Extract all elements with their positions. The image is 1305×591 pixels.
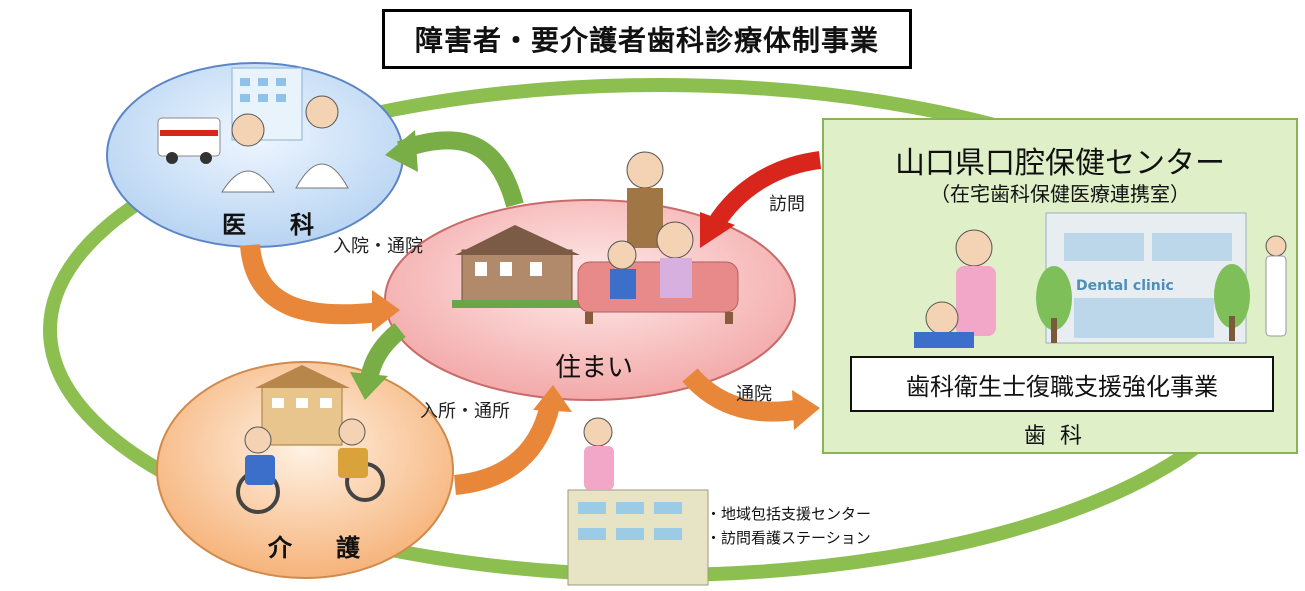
facility-label-nursing: ・訪問看護ステーション: [706, 529, 871, 547]
page-title: 障害者・要介護者歯科診療体制事業: [382, 9, 912, 69]
ambulance-illustration: [157, 117, 221, 164]
facility-label-community: ・地域包括支援センター: [706, 505, 872, 523]
facility-visit-label: 入所・通所: [420, 401, 510, 422]
dental-label: 歯科: [1023, 424, 1096, 449]
clinic-visit-label: 通院: [736, 384, 772, 405]
care-home-illustration: [255, 365, 350, 446]
program-box: 歯科衛生士復職支援強化事業: [850, 356, 1274, 412]
medical-label: 医 科: [222, 211, 324, 239]
family-sofa-illustration: [577, 151, 739, 324]
home-label: 住まい: [555, 353, 634, 383]
orange-arrow-clinic: [682, 368, 820, 430]
care-ellipse: [156, 361, 454, 579]
orange-arrow-from-care: [453, 385, 572, 495]
red-arrow-visit: [700, 151, 822, 248]
oral-health-center-panel: 山口県口腔保健センター （在宅歯科保健医療連携室） Dental clinic …: [822, 118, 1298, 454]
center-subtitle: （在宅歯科保健医療連携室）: [930, 182, 1190, 206]
dental-clinic-illustration: [914, 212, 1287, 348]
care-label: 介 護: [268, 534, 370, 562]
green-arrow-to-medical: [385, 130, 524, 208]
hospital-visit-label: 入院・通院: [333, 236, 423, 257]
center-title: 山口県口腔保健センター: [895, 146, 1225, 181]
facility-building-illustration: [567, 417, 709, 586]
house-illustration: [452, 225, 582, 308]
orange-arrow-from-medical: [240, 243, 400, 332]
home-visit-label: 訪問: [769, 194, 805, 215]
wheelchair-illustration: [236, 418, 385, 514]
green-arrow-to-care: [350, 322, 406, 400]
clinic-sign: Dental clinic: [1076, 278, 1174, 294]
doctor-illustration: [221, 95, 349, 193]
